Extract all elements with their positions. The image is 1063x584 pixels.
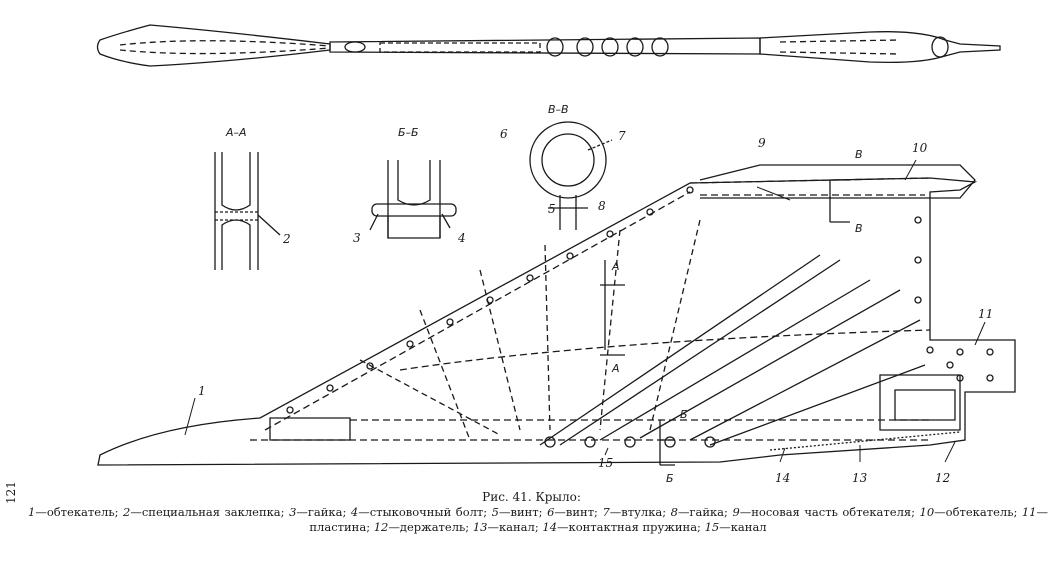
callout-2: 2 <box>282 232 291 246</box>
legend-item-text: —стыковочный болт; <box>358 505 492 519</box>
callout-14: 14 <box>775 471 790 485</box>
callout-1: 1 <box>198 384 206 398</box>
legend-item: 14—контактная пружина; <box>542 520 704 534</box>
legend-item-text: —канал; <box>487 520 543 534</box>
wing-technical-drawing: 1 2 3 4 5 6 7 8 9 10 11 12 13 14 15 А–А … <box>96 24 1016 485</box>
legend-item-text: —винт; <box>499 505 548 519</box>
callout-leaders <box>184 159 986 463</box>
callout-8: 8 <box>598 199 606 213</box>
section-label-v-v: В–В <box>548 103 569 116</box>
cut-mark-a-top: А <box>611 260 620 273</box>
section-b-b-drawing <box>369 160 457 239</box>
section-a-a-drawing <box>214 152 281 270</box>
callout-15: 15 <box>598 456 613 470</box>
legend-item-number: 3 <box>289 505 297 519</box>
legend-item: 7—втулка; <box>602 505 670 519</box>
legend-item-number: 5 <box>491 505 499 519</box>
legend-item: 1—обтекатель; <box>28 505 123 519</box>
cut-mark-v-top: В <box>855 148 863 161</box>
callout-5: 5 <box>548 202 556 216</box>
legend-item-number: 2 <box>123 505 131 519</box>
section-labels: А–А Б–Б В–В А А Б Б В В <box>225 103 863 485</box>
legend-item: 9—носовая часть обтекателя; <box>732 505 919 519</box>
legend-item-number: 14 <box>542 520 558 534</box>
legend-item-number: 7 <box>602 505 610 519</box>
legend-item: 2—специальная заклепка; <box>123 505 289 519</box>
page-number: 121 <box>4 481 18 504</box>
legend-item-number: 9 <box>732 505 740 519</box>
wing-side-view <box>97 164 1016 466</box>
figure-title: Рис. 41. Крыло: <box>482 490 581 504</box>
legend-item-number: 1 <box>28 505 36 519</box>
rivet-holes <box>286 186 994 448</box>
legend-item-text: —канал <box>719 520 767 534</box>
callout-numbers: 1 2 3 4 5 6 7 8 9 10 11 12 13 14 15 <box>198 127 993 485</box>
legend-item-text: —втулка; <box>609 505 671 519</box>
callout-7: 7 <box>618 129 626 143</box>
legend-item-text: —пластина; <box>309 505 1048 534</box>
legend-item-text: —держатель; <box>388 520 473 534</box>
legend-item-number: 6 <box>547 505 555 519</box>
callout-10: 10 <box>912 141 928 155</box>
legend-item-number: 4 <box>350 505 359 519</box>
legend-item-number: 13 <box>472 520 488 534</box>
cut-mark-a-bottom: А <box>611 362 620 375</box>
legend-item: 11—пластина; <box>309 505 1048 534</box>
legend-item-text: —гайка; <box>677 505 733 519</box>
legend-item-text: —специальная заклепка; <box>130 505 290 519</box>
legend-item: 10—обтекатель; <box>920 505 1022 519</box>
legend-item-number: 12 <box>373 520 389 534</box>
legend-item: 6—винт; <box>547 505 602 519</box>
callout-3: 3 <box>353 231 361 245</box>
legend-item: 13—канал; <box>473 520 543 534</box>
callout-6: 6 <box>500 127 508 141</box>
section-label-a-a: А–А <box>225 126 247 139</box>
legend-item-text: —гайка; <box>296 505 351 519</box>
callout-11: 11 <box>978 307 993 321</box>
cut-mark-b-bottom: Б <box>666 472 674 485</box>
legend-item-text: —носовая часть обтекателя; <box>739 505 920 519</box>
cut-mark-v-bottom: В <box>855 222 863 235</box>
legend-item-text: —контактная пружина; <box>557 520 705 534</box>
legend-item-text: —обтекатель; <box>35 505 124 519</box>
legend-item: 8—гайка; <box>671 505 733 519</box>
legend-item: 12—держатель; <box>374 520 473 534</box>
legend-item: 4—стыковочный болт; <box>351 505 492 519</box>
callout-4: 4 <box>457 231 466 245</box>
legend-item-text: —винт; <box>554 505 603 519</box>
legend-item: 5—винт; <box>492 505 547 519</box>
legend-item-text: —обтекатель; <box>934 505 1022 519</box>
legend-item-number: 15 <box>704 520 720 534</box>
section-label-b-b: Б–Б <box>398 126 419 139</box>
legend-item-number: 10 <box>919 505 935 519</box>
callout-9: 9 <box>758 136 766 150</box>
section-v-v-drawing <box>529 121 613 230</box>
cut-mark-b-top: Б <box>680 408 688 421</box>
callout-13: 13 <box>852 471 868 485</box>
wing-plan-view <box>96 24 1001 67</box>
legend-item-number: 11 <box>1021 505 1037 519</box>
legend-item-number: 8 <box>670 505 678 519</box>
legend-item: 3—гайка; <box>289 505 351 519</box>
figure-legend: 1—обтекатель; 2—специальная заклепка; 3—… <box>28 505 1048 535</box>
callout-12: 12 <box>935 471 950 485</box>
legend-item: 15—канал <box>705 520 767 534</box>
